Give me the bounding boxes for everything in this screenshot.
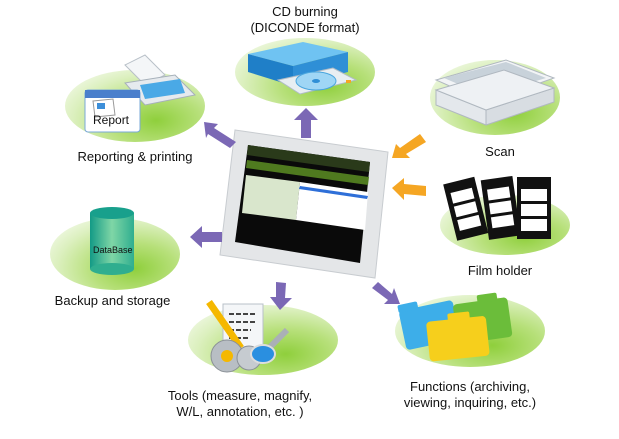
scanner-icon [434, 59, 556, 126]
label-tools: Tools (measure, magnify, W/L, annotation… [167, 388, 313, 419]
tools-icon [206, 300, 290, 373]
film-holder-icon [443, 175, 551, 241]
label-film-holder: Film holder [467, 263, 533, 278]
label-reporting: Reporting & printing [77, 149, 193, 164]
arrow-from-scan [392, 134, 426, 158]
folders-icon [397, 292, 513, 362]
arrow-to-reporting [204, 122, 236, 148]
cd-drive-icon [248, 42, 358, 95]
arrow-to-cd [294, 108, 318, 138]
label-cd-burning: CD burning (DICONDE format) [250, 4, 360, 35]
arrow-from-film-holder [392, 178, 426, 200]
database-icon [90, 207, 134, 275]
database-icon-text: DataBase [93, 245, 133, 255]
label-backup: Backup and storage [54, 293, 171, 308]
report-icon-text: Report [93, 113, 130, 127]
printer-report-icon [84, 54, 197, 133]
arrow-to-tools [270, 282, 292, 310]
arrow-to-backup [190, 226, 222, 248]
label-functions: Functions (archiving, viewing, inquiring… [403, 379, 537, 410]
central-monitor [219, 129, 389, 279]
arrow-to-functions [372, 282, 400, 304]
label-scan: Scan [485, 144, 515, 159]
